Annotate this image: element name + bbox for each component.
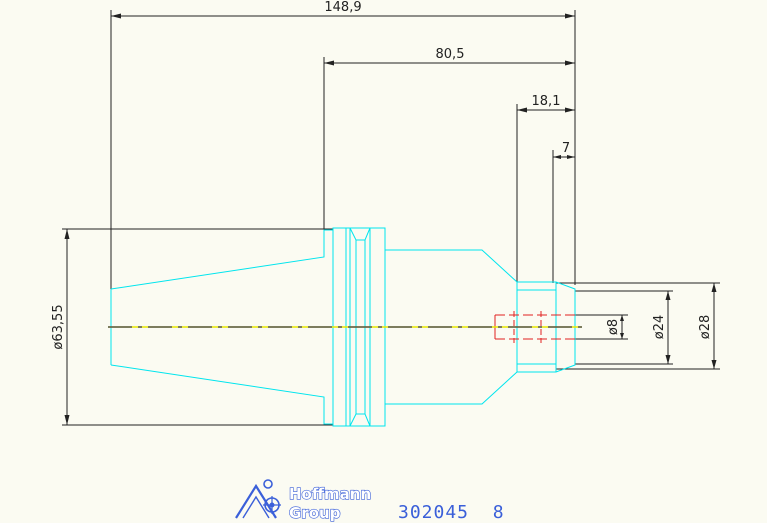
dim-nose-diameter: ø28 [556, 282, 720, 370]
dim-taper-section: 80,5 [323, 47, 575, 229]
dim-bore-diameter-label: ø8 [606, 319, 621, 335]
dim-taper-section-label: 80,5 [436, 47, 465, 62]
dim-shank-diameter: ø24 [575, 290, 673, 365]
dim-shank-diameter-label: ø24 [652, 315, 667, 340]
dim-bore-diameter: ø8 [575, 314, 628, 340]
dim-bore-depth: 7 [552, 141, 575, 283]
dim-flange-diameter-label: ø63,55 [51, 304, 66, 349]
part-number: 302045 8 [398, 502, 505, 523]
logo-line2: Group [289, 504, 341, 522]
dim-nose-diameter-label: ø28 [698, 315, 713, 340]
logo-line1: Hoffmann [289, 485, 371, 503]
dim-bore-depth-label: 7 [562, 141, 570, 156]
dim-flange-diameter: ø63,55 [51, 228, 333, 426]
dim-shank-length-label: 18,1 [532, 94, 561, 109]
logo-mark-icon [235, 479, 281, 519]
dim-overall-length: 148,9 [110, 0, 576, 290]
dim-overall-length-label: 148,9 [324, 0, 361, 15]
hoffmann-group-logo: Hoffmann Group [235, 479, 372, 523]
dim-shank-length: 18,1 [516, 94, 575, 283]
